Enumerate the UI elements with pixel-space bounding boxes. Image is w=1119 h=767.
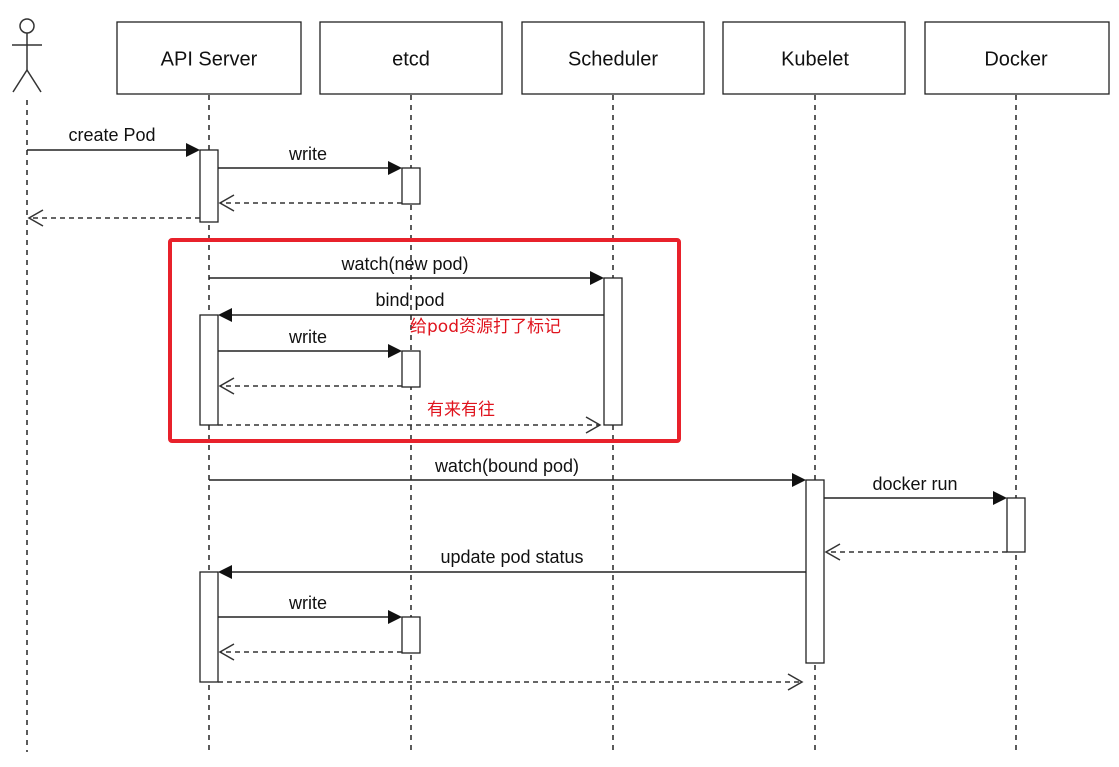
participant-scheduler: Scheduler [521,21,705,95]
message-create-pod-return [27,209,200,227]
actor-icon [12,18,42,93]
arrowhead-icon [218,565,232,579]
message-label: docker run [872,474,957,494]
arrowhead-icon [388,161,402,175]
participant-api-server: API Server [116,21,302,95]
activation-etcd-1 [401,167,421,205]
activation-kubelet [805,479,825,664]
message-watch-bound-pod: watch(bound pod) [209,456,806,487]
message-label: write [288,144,327,164]
participant-docker: Docker [924,21,1110,95]
participant-label-kubelet: Kubelet [781,48,849,70]
open-arrowhead-icon [824,543,841,561]
message-write-1-return [218,194,402,212]
arrowhead-icon [792,473,806,487]
activation-scheduler [603,277,623,426]
annotation-bind-note: 给pod资源打了标记 [410,317,561,337]
participant-label-docker: Docker [984,48,1048,70]
activation-etcd-2 [401,350,421,388]
message-write-1: write [218,144,402,175]
message-watch-new-pod: watch(new pod) [209,254,604,285]
activation-api-server-1 [199,149,219,223]
highlight-box [168,238,681,443]
participant-etcd: etcd [319,21,503,95]
arrowhead-icon [388,610,402,624]
message-bind-return [218,416,602,434]
message-label: create Pod [68,125,155,145]
open-arrowhead-icon [787,673,804,691]
message-write-2: write [218,327,402,358]
arrowhead-icon [388,344,402,358]
message-label: watch(bound pod) [434,456,579,476]
activation-docker [1006,497,1026,553]
arrowhead-icon [218,308,232,322]
activation-api-server-2 [199,314,219,426]
message-update-return [218,673,804,691]
message-label: watch(new pod) [340,254,468,274]
message-bind-pod: bind pod [218,290,604,322]
message-create-pod: create Pod [27,125,200,157]
message-label: bind pod [375,290,444,310]
message-label: update pod status [440,547,583,567]
participant-label-scheduler: Scheduler [568,48,658,70]
open-arrowhead-icon [218,377,235,395]
arrowhead-icon [186,143,200,157]
activation-etcd-3 [401,616,421,654]
open-arrowhead-icon [27,209,44,227]
message-write-2-return [218,377,402,395]
participant-label-api-server: API Server [161,48,258,70]
participant-label-etcd: etcd [392,48,430,70]
message-label: write [288,593,327,613]
message-docker-run-return [824,543,1007,561]
open-arrowhead-icon [218,194,235,212]
annotation-return-note: 有来有往 [427,400,495,420]
message-update-pod-status: update pod status [218,547,806,579]
message-write-3-return [218,643,402,661]
message-docker-run: docker run [824,474,1007,505]
arrowhead-icon [590,271,604,285]
participant-actor [12,18,42,93]
open-arrowhead-icon [585,416,602,434]
open-arrowhead-icon [218,643,235,661]
message-label: write [288,327,327,347]
message-write-3: write [218,593,402,624]
arrowhead-icon [993,491,1007,505]
activation-api-server-3 [199,571,219,683]
participant-kubelet: Kubelet [722,21,906,95]
